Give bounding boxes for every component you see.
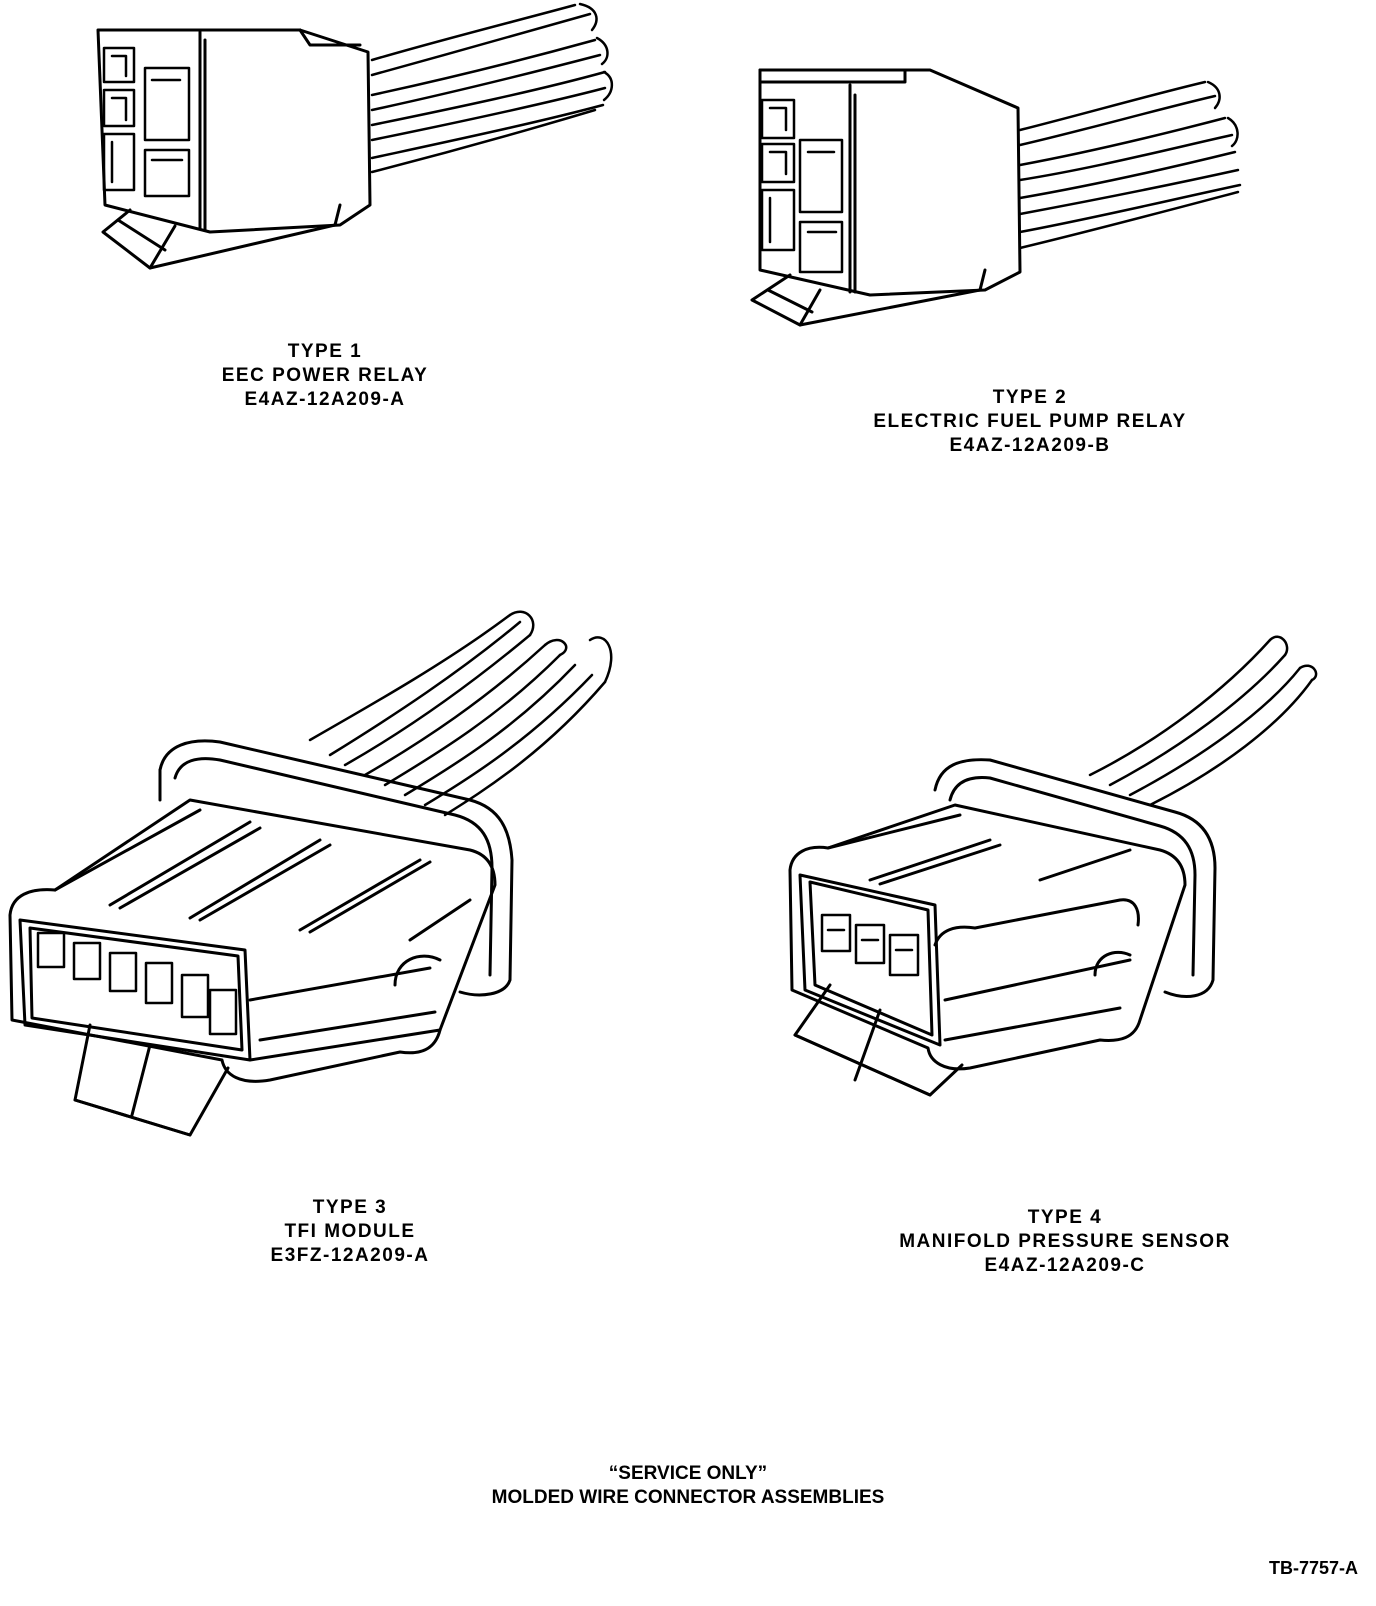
type3-collar <box>160 741 512 995</box>
type2-name: ELECTRIC FUEL PUMP RELAY <box>873 411 1187 432</box>
type3-latch <box>75 1025 228 1135</box>
type4-pin-cavities <box>822 915 918 975</box>
type4-connector-drawing <box>790 637 1316 1095</box>
type1-label: TYPE 1 <box>287 341 363 362</box>
type4-body <box>790 805 1185 1069</box>
figure-id: TB-7757-A <box>1268 1558 1358 1578</box>
type1-housing <box>98 30 370 232</box>
service-only-label: “SERVICE ONLY” <box>608 1463 768 1484</box>
type3-caption: TYPE 3 TFI MODULE E3FZ-12A209-A <box>170 1196 530 1268</box>
type2-caption: TYPE 2 ELECTRIC FUEL PUMP RELAY E4AZ-12A… <box>800 386 1260 458</box>
type1-name: EEC POWER RELAY <box>221 365 429 386</box>
type4-label: TYPE 4 <box>1027 1207 1103 1228</box>
type3-part-number: E3FZ-12A209-A <box>270 1245 430 1266</box>
figure-title: MOLDED WIRE CONNECTOR ASSEMBLIES <box>491 1487 885 1508</box>
type2-connector-drawing <box>752 70 1240 325</box>
type3-pin-cavities <box>38 933 236 1034</box>
type2-wires <box>1020 82 1240 248</box>
type1-pin-cavities <box>104 48 189 196</box>
type2-part-number: E4AZ-12A209-B <box>949 435 1111 456</box>
type3-label: TYPE 3 <box>312 1197 388 1218</box>
type1-connector-drawing <box>98 4 612 268</box>
type2-housing <box>760 70 1020 295</box>
type4-caption: TYPE 4 MANIFOLD PRESSURE SENSOR E4AZ-12A… <box>860 1206 1270 1278</box>
type3-connector-drawing <box>10 612 611 1135</box>
type3-body <box>10 800 495 1081</box>
type3-name: TFI MODULE <box>284 1221 416 1242</box>
type2-pin-cavities <box>762 100 842 272</box>
type4-part-number: E4AZ-12A209-C <box>984 1255 1146 1276</box>
type4-wires <box>1090 637 1316 805</box>
type1-wires <box>372 4 612 172</box>
type1-caption: TYPE 1 EEC POWER RELAY E4AZ-12A209-A <box>160 340 490 412</box>
type2-label: TYPE 2 <box>992 387 1068 408</box>
type1-part-number: E4AZ-12A209-A <box>244 389 406 410</box>
type4-collar <box>935 760 1215 997</box>
type4-face-plate <box>800 875 940 1045</box>
type3-wires <box>310 612 611 815</box>
type4-name: MANIFOLD PRESSURE SENSOR <box>899 1231 1231 1252</box>
type2-latch <box>752 270 985 325</box>
figure-caption: “SERVICE ONLY” MOLDED WIRE CONNECTOR ASS… <box>0 1462 1376 1510</box>
